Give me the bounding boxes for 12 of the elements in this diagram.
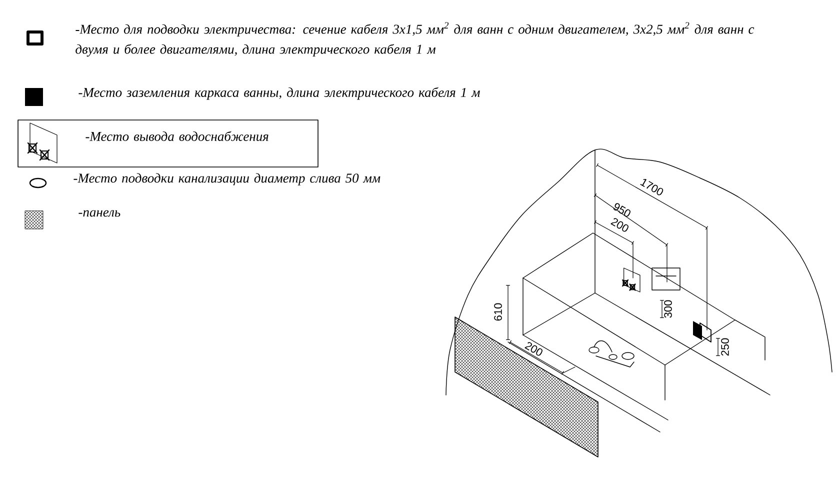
dimension-label: 250 xyxy=(721,338,729,356)
legend-text: -Место вывода водоснабжения xyxy=(86,131,268,142)
dimension-label: 950 xyxy=(613,203,630,217)
dimension-label: 610 xyxy=(494,303,502,321)
legend-text: -Место заземления каркаса ванны, длина электрического кабеля 1 м xyxy=(78,87,480,100)
dimension-label: 200 xyxy=(524,342,542,356)
legend-text: -панель xyxy=(78,210,120,217)
dimension-label: 200 xyxy=(610,218,628,232)
dimension-label: 1700 xyxy=(640,179,664,196)
dimension-label: 300 xyxy=(664,300,672,318)
legend-text: -Место подводки канализации диаметр слива 50 мм xyxy=(74,173,380,186)
legend-text: -Место для подводки электричества: сечение кабеля 3х1,5 мм$^{2}$ для ванн с одним двигателем, 3х2,5 мм$^{2}$ для ванн с двумя и более двигателями, длина электрического кабеля 1 м xyxy=(76,22,754,57)
